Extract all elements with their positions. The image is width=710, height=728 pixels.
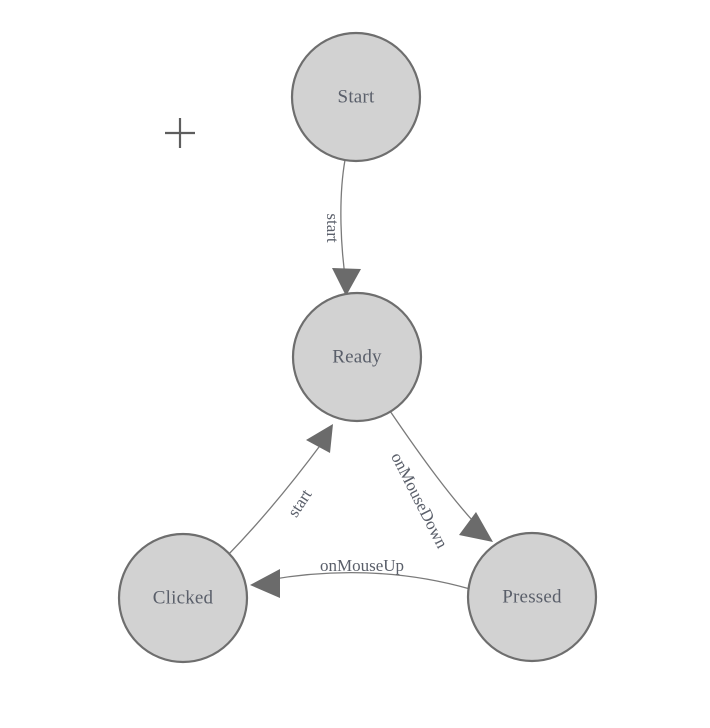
node-start-circle[interactable]: [290, 31, 422, 163]
node-clicked-circle[interactable]: [117, 532, 249, 664]
edge-path-pressed-to-clicked[interactable]: [267, 572, 471, 590]
arrowhead-start-to-ready: [332, 268, 361, 296]
edge-pressed-to-clicked[interactable]: [250, 569, 471, 598]
node-pressed-label: Pressed: [502, 586, 562, 607]
edge-label-ready-to-pressed: onMouseDown: [387, 449, 452, 551]
arrowhead-pressed-to-clicked: [250, 569, 280, 598]
node-clicked-label: Clicked: [153, 587, 214, 608]
node-clicked[interactable]: Clicked: [117, 532, 249, 664]
edge-label-clicked-to-ready: start: [284, 485, 316, 520]
edge-label-pressed-to-clicked: onMouseUp: [320, 556, 404, 575]
edge-label-start-to-ready: start: [323, 213, 342, 243]
edge-path-clicked-to-ready[interactable]: [226, 442, 323, 557]
edge-clicked-to-ready[interactable]: [226, 424, 333, 557]
edge-start-to-ready[interactable]: [332, 159, 361, 296]
edge-ready-to-pressed[interactable]: [389, 410, 493, 542]
node-ready[interactable]: Ready: [291, 291, 423, 423]
node-start-label: Start: [338, 86, 375, 107]
arrowhead-clicked-to-ready: [306, 424, 333, 453]
node-pressed[interactable]: Pressed: [466, 531, 598, 663]
node-ready-circle[interactable]: [291, 291, 423, 423]
crosshair-icon[interactable]: [165, 118, 195, 148]
node-layer: Start Ready Clicked Pressed: [117, 31, 598, 664]
node-ready-label: Ready: [332, 346, 382, 367]
edge-layer: [226, 159, 493, 598]
node-pressed-circle[interactable]: [466, 531, 598, 663]
node-start[interactable]: Start: [290, 31, 422, 163]
arrowhead-ready-to-pressed: [459, 512, 493, 542]
